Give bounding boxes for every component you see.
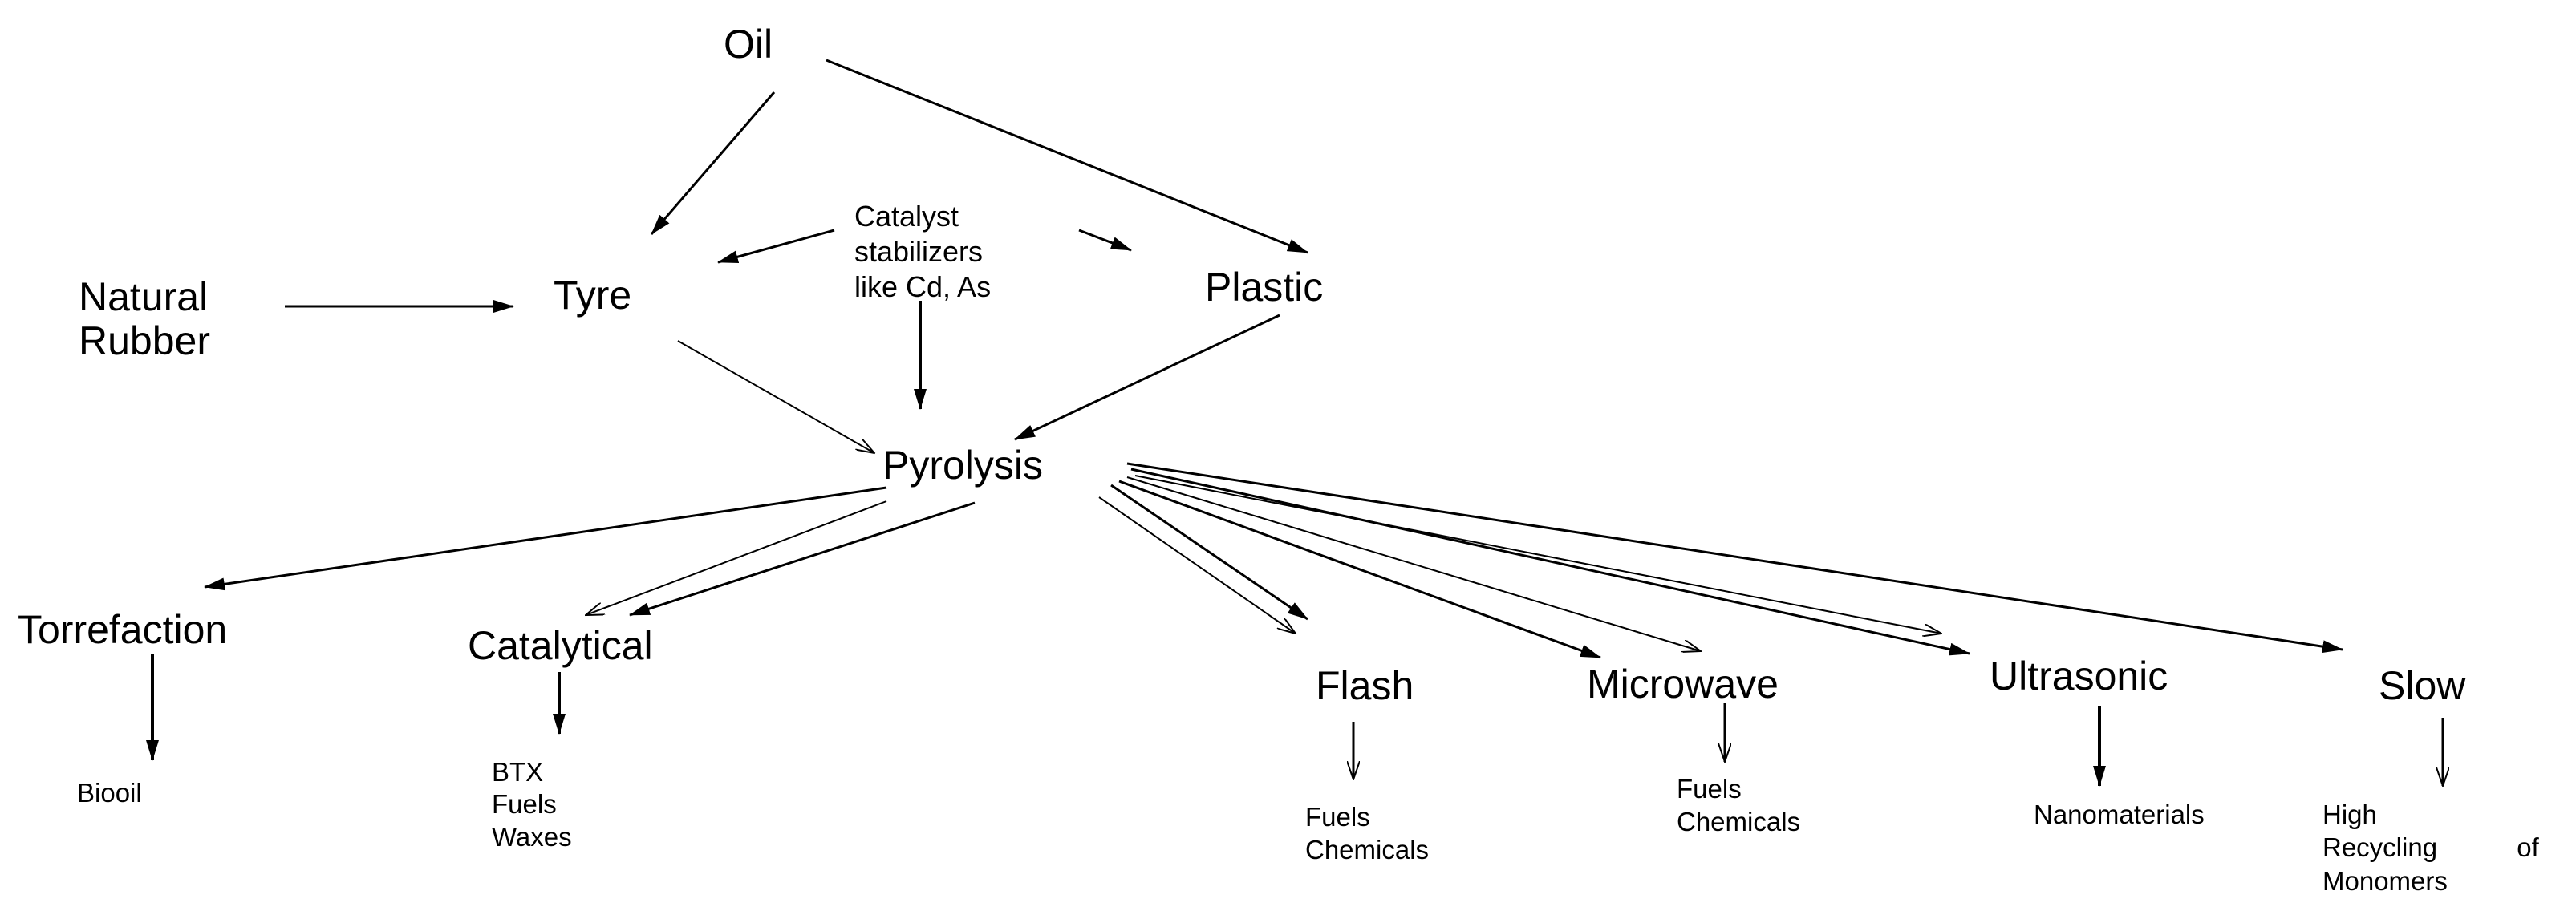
product-chemicals: Chemicals [1677,807,1801,837]
node-slow: Slow [2379,663,2466,708]
node-pyrolysis: Pyrolysis [882,443,1044,488]
product-btx: BTX [492,757,544,787]
node-natural-rubber-line-1: Natural [79,274,209,319]
product-monomers: Monomers [2322,865,2448,896]
node-catalytical: Catalytical [468,623,653,668]
edge-pyrolysis-slow [1126,462,2343,654]
product-chemicals: Chemicals [1305,835,1430,865]
node-flash: Flash [1316,663,1414,708]
edge-pyrolysis-ultrasonic-1 [1130,468,1970,656]
node-natural-rubber-line-2: Rubber [79,318,210,363]
edge-pyrolysis-microwave-2 [1126,476,1701,651]
products-catalytical: BTX Fuels Waxes [492,756,572,853]
node-oil: Oil [724,22,773,67]
node-natural-rubber: Natural Rubber [79,275,210,363]
edge-pyrolysis-torrefaction [204,486,887,591]
node-catalyst-line-2: stabilizers [854,234,984,268]
edge-pyrolysis-flash-1 [1098,496,1296,634]
product-fuels: Fuels [492,789,557,820]
product-fuels: Fuels [1677,774,1742,804]
edge-oil-tyre [650,91,776,235]
product-biooil: Biooil [77,778,142,808]
node-catalyst-stabilizers: Catalyst stabilizers like Cd, As [854,199,991,305]
product-fuels: Fuels [1305,802,1370,832]
products-microwave: Fuels Chemicals [1677,772,1800,839]
node-tyre: Tyre [554,273,632,318]
product-recycling-of: Recycling of [2322,832,2539,863]
edge-tyre-pyrolysis [677,340,874,453]
products-slow: High Recycling of Monomers [2322,798,2539,897]
edge-catalyst-tyre [717,229,835,264]
edge-pyrolysis-catalytical-1 [586,500,887,615]
products-torrefaction: Biooil [77,776,142,809]
node-microwave: Microwave [1587,662,1779,707]
edge-pyrolysis-microwave-1 [1118,480,1601,659]
edge-plastic-pyrolysis [1014,314,1280,441]
edge-pyrolysis-catalytical-2 [629,501,976,617]
product-waxes: Waxes [492,821,572,852]
edge-pyrolysis-ultrasonic-2 [1134,475,1941,634]
product-high: High [2322,800,2377,829]
products-ultrasonic: Nanomaterials [2034,798,2205,831]
node-catalyst-line-3: like Cd, As [854,269,992,303]
product-nanomaterials: Nanomaterials [2034,800,2205,829]
node-torrefaction: Torrefaction [18,607,228,652]
node-catalyst-line-1: Catalyst [854,200,959,233]
node-ultrasonic: Ultrasonic [1990,654,2168,699]
edge-catalyst-plastic [1078,229,1132,252]
node-plastic: Plastic [1205,265,1324,310]
products-flash: Fuels Chemicals [1305,800,1429,867]
edge-pyrolysis-flash-2 [1110,484,1308,621]
edge-oil-plastic [826,59,1308,254]
